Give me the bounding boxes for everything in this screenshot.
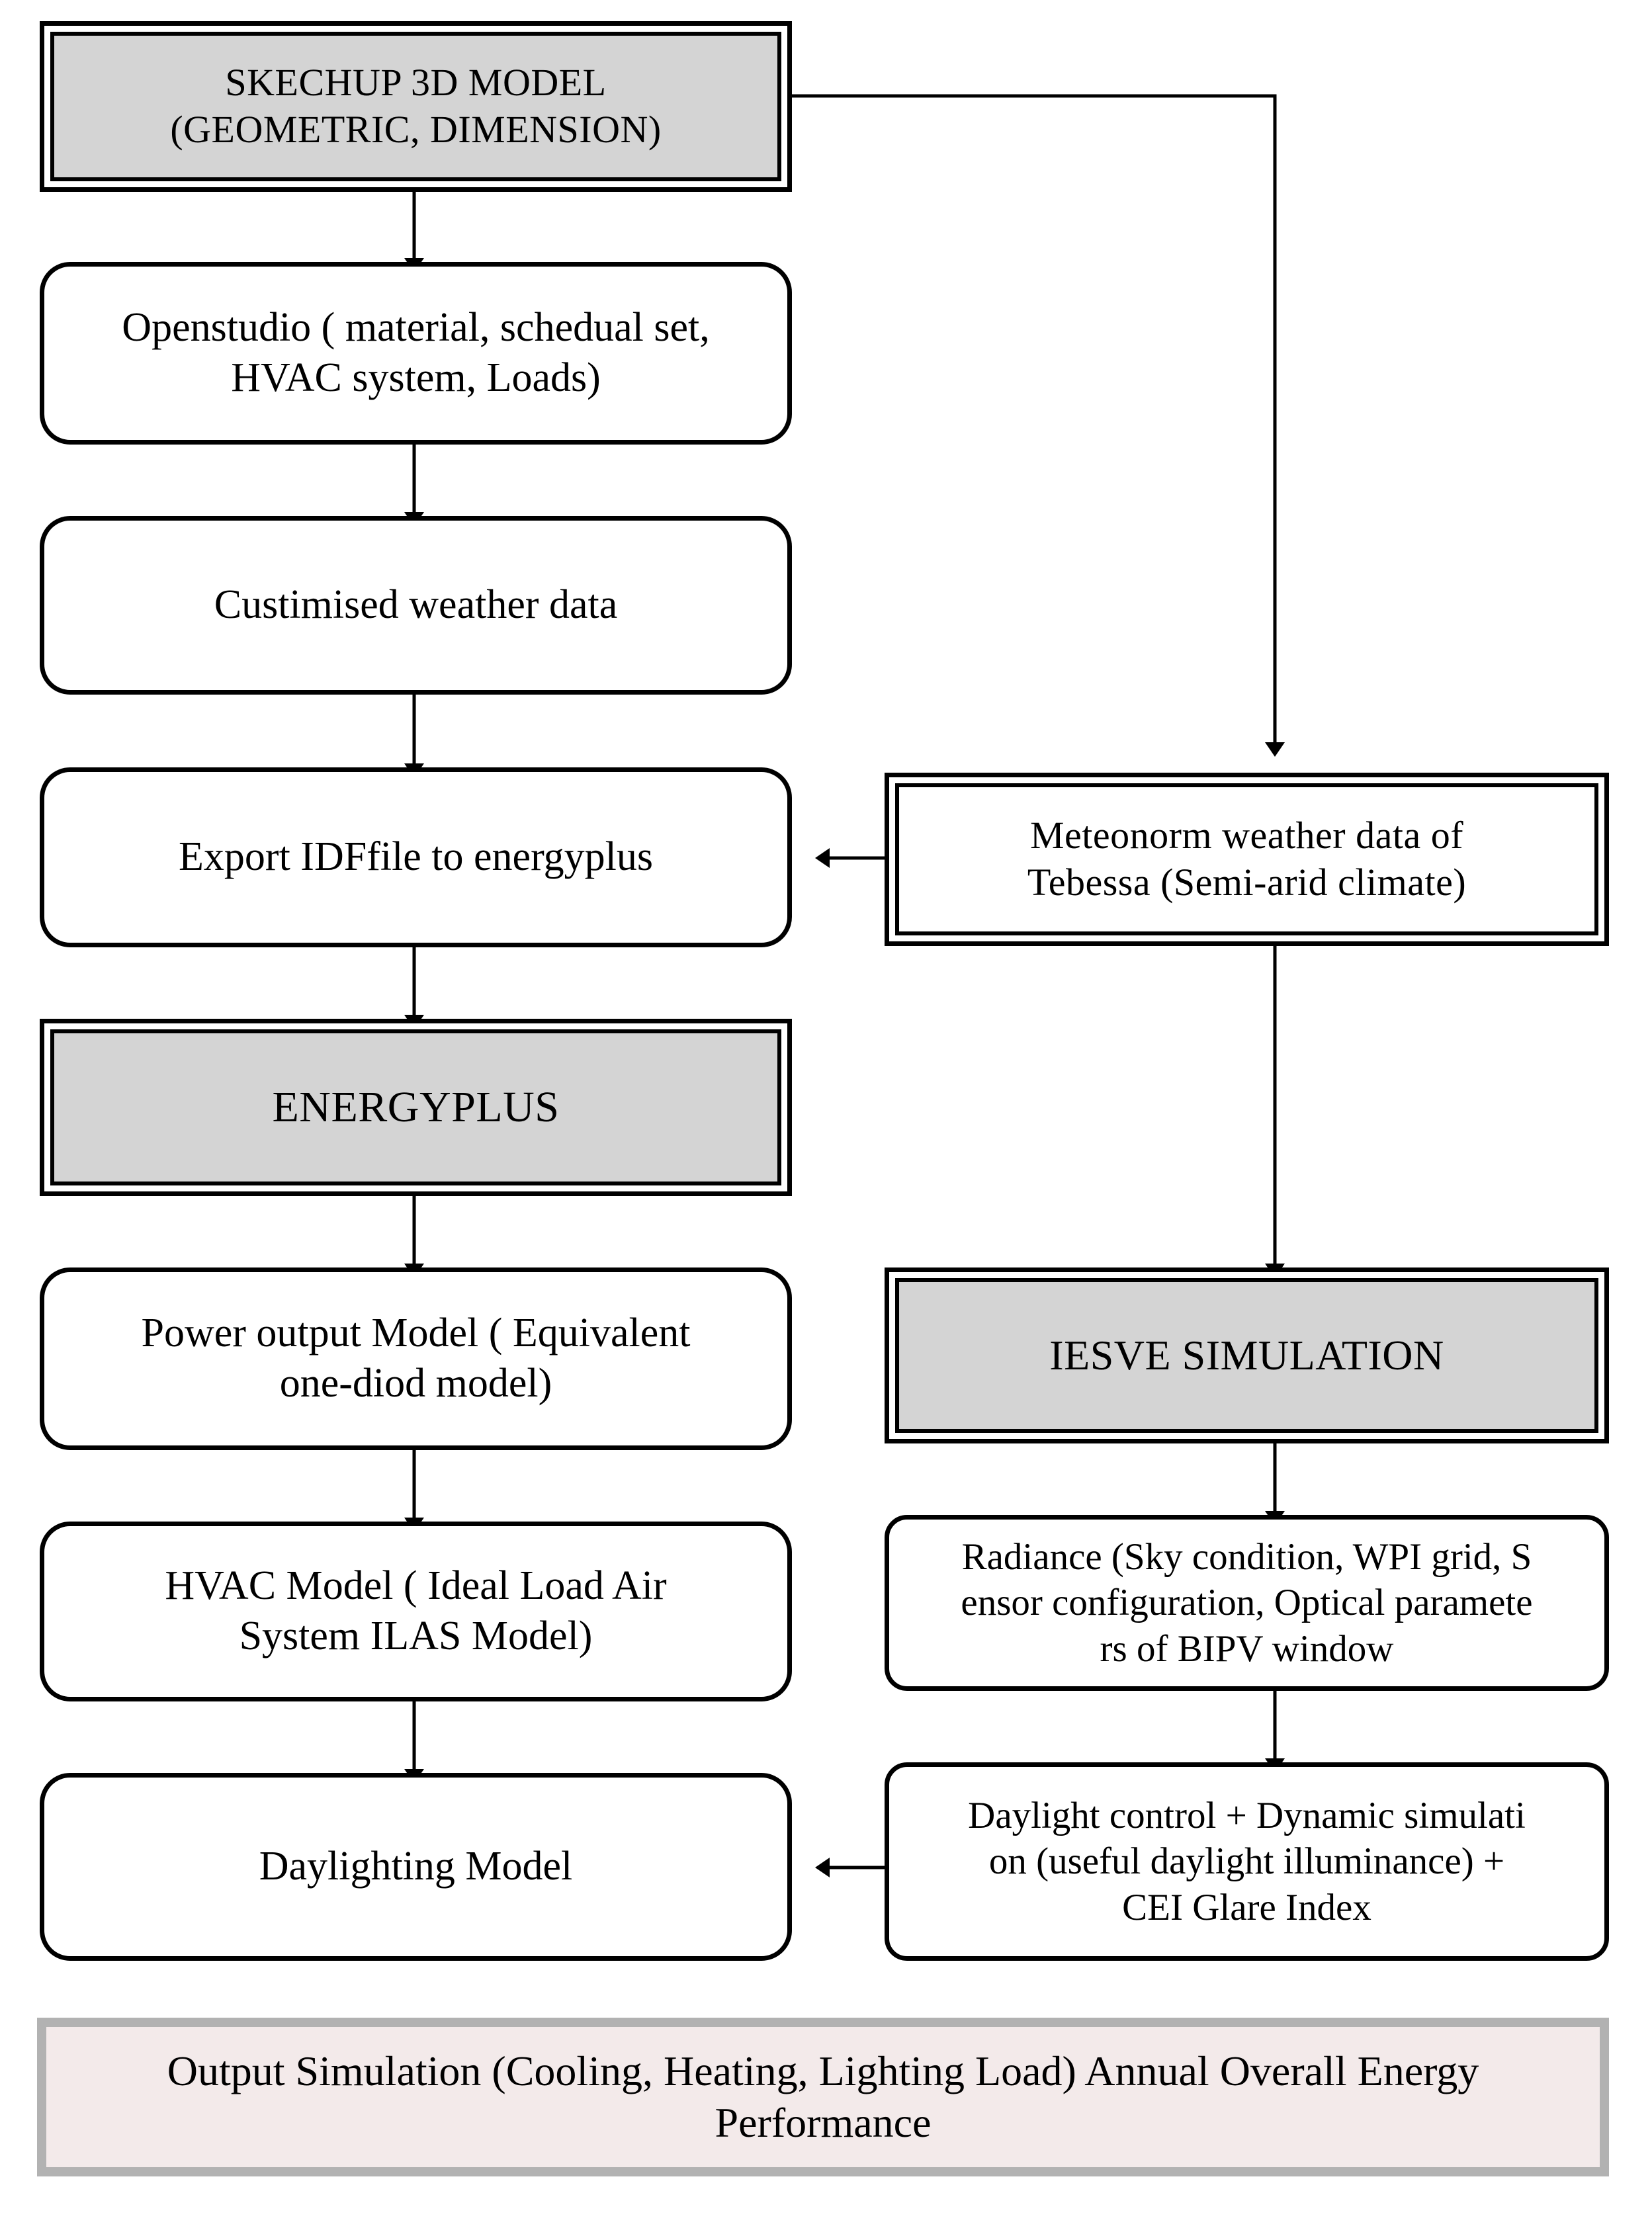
node-openstudio-label: Openstudio ( material, schedual set, HVA… — [122, 305, 710, 400]
node-output-simulation[interactable]: Output Simulation (Cooling, Heating, Lig… — [37, 2018, 1609, 2176]
node-power-output-model-label: Power output Model ( Equivalent one-diod… — [141, 1310, 691, 1406]
node-output-simulation-label: Output Simulation (Cooling, Heating, Lig… — [167, 2047, 1479, 2146]
node-hvac-model-label: HVAC Model ( Ideal Load Air System ILAS … — [165, 1563, 667, 1658]
node-meteonorm-weather-data-label: Meteonorm weather data of Tebessa (Semi-… — [1027, 814, 1467, 904]
node-export-idf[interactable]: Export IDFfile to energyplus — [40, 767, 792, 947]
node-export-idf-label: Export IDFfile to energyplus — [179, 834, 653, 880]
edge-sketchup-to-meteonorm — [791, 94, 1285, 757]
node-radiance-label: Radiance (Sky condition, WPI grid, S ens… — [961, 1535, 1533, 1670]
node-customised-weather-data-label: Custimised weather data — [214, 582, 618, 628]
node-daylight-control-label: Daylight control + Dynamic simulati on (… — [968, 1794, 1526, 1928]
node-power-output-model[interactable]: Power output Model ( Equivalent one-diod… — [40, 1267, 792, 1450]
node-energyplus-label: ENERGYPLUS — [272, 1082, 560, 1131]
node-sketchup-3d-model-frame: SKECHUP 3D MODEL (GEOMETRIC, DIMENSION) — [50, 32, 781, 181]
node-iesve-simulation[interactable]: IESVE SIMULATION — [885, 1267, 1609, 1443]
node-openstudio[interactable]: Openstudio ( material, schedual set, HVA… — [40, 262, 792, 445]
node-iesve-simulation-label: IESVE SIMULATION — [1049, 1331, 1444, 1379]
node-radiance[interactable]: Radiance (Sky condition, WPI grid, S ens… — [885, 1515, 1609, 1691]
node-energyplus[interactable]: ENERGYPLUS — [40, 1019, 792, 1196]
node-sketchup-3d-model[interactable]: SKECHUP 3D MODEL (GEOMETRIC, DIMENSION) — [40, 21, 792, 192]
node-sketchup-3d-model-label: SKECHUP 3D MODEL (GEOMETRIC, DIMENSION) — [170, 61, 662, 151]
node-daylight-control[interactable]: Daylight control + Dynamic simulati on (… — [885, 1762, 1609, 1961]
node-hvac-model[interactable]: HVAC Model ( Ideal Load Air System ILAS … — [40, 1522, 792, 1701]
node-customised-weather-data[interactable]: Custimised weather data — [40, 516, 792, 695]
node-meteonorm-weather-data-frame: Meteonorm weather data of Tebessa (Semi-… — [895, 783, 1598, 935]
node-daylighting-model-label: Daylighting Model — [259, 1844, 573, 1889]
node-iesve-simulation-frame: IESVE SIMULATION — [895, 1278, 1598, 1433]
node-meteonorm-weather-data[interactable]: Meteonorm weather data of Tebessa (Semi-… — [885, 773, 1609, 946]
node-daylighting-model[interactable]: Daylighting Model — [40, 1773, 792, 1961]
node-energyplus-frame: ENERGYPLUS — [50, 1029, 781, 1185]
